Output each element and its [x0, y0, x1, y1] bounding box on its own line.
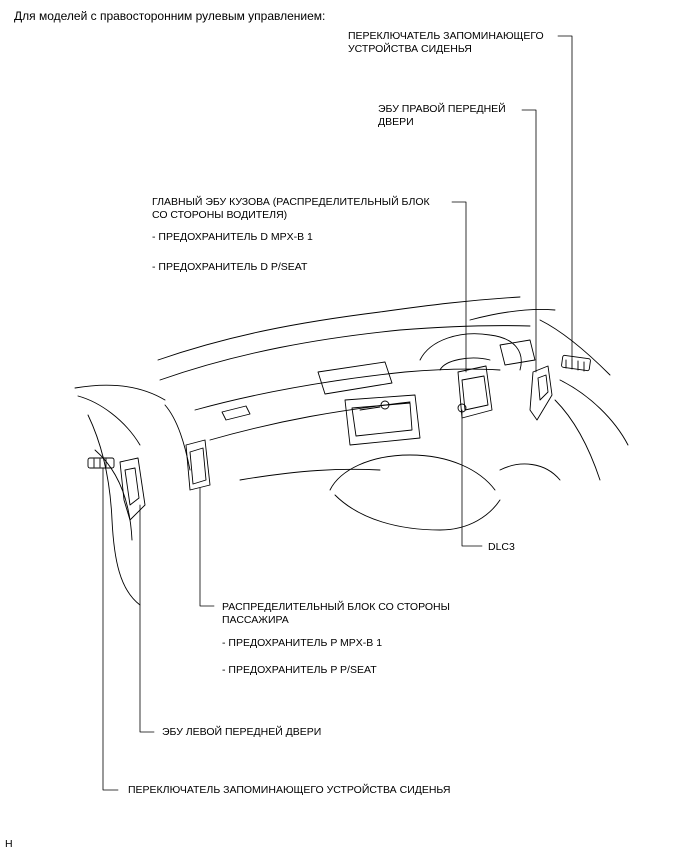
leader-dlc3 [461, 409, 483, 547]
right-a-pillar [539, 319, 611, 376]
vent-left [221, 405, 251, 421]
seat-memory-switch-left-part [87, 457, 115, 469]
label-front-right-door-ecu-line1: ЭБУ ПРАВОЙ ПЕРЕДНЕЙ [378, 103, 506, 115]
seat-right [499, 463, 561, 481]
label-seat-memory-switch-left: ПЕРЕКЛЮЧАТЕЛЬ ЗАПОМИНАЮЩЕГО УСТРОЙСТВА С… [128, 784, 451, 796]
dashboard-upper-contour [159, 325, 531, 381]
footer-code: H [5, 838, 13, 850]
left-door-panel [87, 414, 141, 606]
center-panel [351, 402, 413, 437]
label-main-body-ecu-fuse-1: - ПРЕДОХРАНИТЕЛЬ D MPX-B 1 [152, 231, 313, 243]
leader-passenger-junction-block [199, 487, 215, 607]
passenger-junction-block-part [185, 439, 211, 491]
steering-wheel-rim [419, 333, 522, 371]
seat-left-cushion [334, 494, 501, 531]
right-door-panel [554, 399, 601, 481]
label-main-body-ecu-line2: СО СТОРОНЫ ВОДИТЕЛЯ) [152, 209, 288, 221]
label-front-right-door-ecu-line2: ДВЕРИ [378, 116, 414, 128]
floor-line [239, 468, 381, 481]
label-main-body-ecu-fuse-2: - ПРЕДОХРАНИТЕЛЬ D P/SEAT [152, 261, 308, 273]
left-a-pillar [74, 384, 166, 401]
label-passenger-junction-block: РАСПРЕДЕЛИТЕЛЬНЫЙ БЛОК СО СТОРОНЫ ПАССАЖ… [222, 601, 450, 627]
dashboard-top-outline [157, 296, 521, 361]
dashboard-front-edge [194, 368, 501, 411]
right-door-top [559, 379, 629, 446]
left-side-panel [164, 404, 191, 471]
label-front-left-door-ecu: ЭБУ ЛЕВОЙ ПЕРЕДНЕЙ ДВЕРИ [162, 726, 322, 738]
diagram-title: Для моделей с правосторонним рулевым упр… [14, 9, 326, 23]
left-door-top [77, 395, 141, 446]
main-body-ecu-part [457, 365, 493, 419]
seat-memory-switch-right-part [561, 354, 591, 372]
leader-front-right-door-ecu [521, 109, 537, 373]
left-door-inner [94, 449, 133, 541]
right-dash-end [499, 339, 536, 366]
seat-left [329, 454, 496, 491]
label-main-body-ecu-line1: ГЛАВНЫЙ ЭБУ КУЗОВА (РАСПРЕДЕЛИТЕЛЬНЫЙ БЛ… [152, 196, 430, 208]
label-passenger-junction-block-fuse-2: - ПРЕДОХРАНИТЕЛЬ P P/SEAT [222, 664, 377, 676]
label-passenger-junction-block-line1: РАСПРЕДЕЛИТЕЛЬНЫЙ БЛОК СО СТОРОНЫ [222, 601, 450, 613]
front-right-door-ecu-part [529, 365, 553, 421]
leader-front-left-door-ecu [139, 504, 155, 733]
label-front-right-door-ecu: ЭБУ ПРАВОЙ ПЕРЕДНЕЙ ДВЕРИ [378, 103, 506, 129]
display-screen [317, 361, 393, 395]
leader-seat-memory-switch-right [557, 35, 573, 361]
vent-right [359, 406, 381, 411]
center-stack [344, 394, 421, 446]
label-passenger-junction-block-line2: ПАССАЖИРА [222, 614, 289, 626]
steering-hub [439, 357, 491, 371]
leader-seat-memory-switch-left [102, 467, 119, 791]
label-seat-memory-switch-right: ПЕРЕКЛЮЧАТЕЛЬ ЗАПОМИНАЮЩЕГО УСТРОЙСТВА С… [348, 30, 544, 56]
dashboard-crest-line [469, 309, 556, 321]
center-knob [380, 400, 390, 410]
label-seat-memory-switch-right-line1: ПЕРЕКЛЮЧАТЕЛЬ ЗАПОМИНАЮЩЕГО [348, 30, 544, 42]
label-seat-memory-switch-right-line2: УСТРОЙСТВА СИДЕНЬЯ [348, 43, 472, 55]
label-passenger-junction-block-fuse-1: - ПРЕДОХРАНИТЕЛЬ P MPX-B 1 [222, 637, 383, 649]
leader-main-body-ecu [451, 201, 467, 373]
label-dlc3: DLC3 [488, 541, 515, 553]
label-main-body-ecu: ГЛАВНЫЙ ЭБУ КУЗОВА (РАСПРЕДЕЛИТЕЛЬНЫЙ БЛ… [152, 196, 430, 222]
front-left-door-ecu-part [119, 457, 146, 521]
